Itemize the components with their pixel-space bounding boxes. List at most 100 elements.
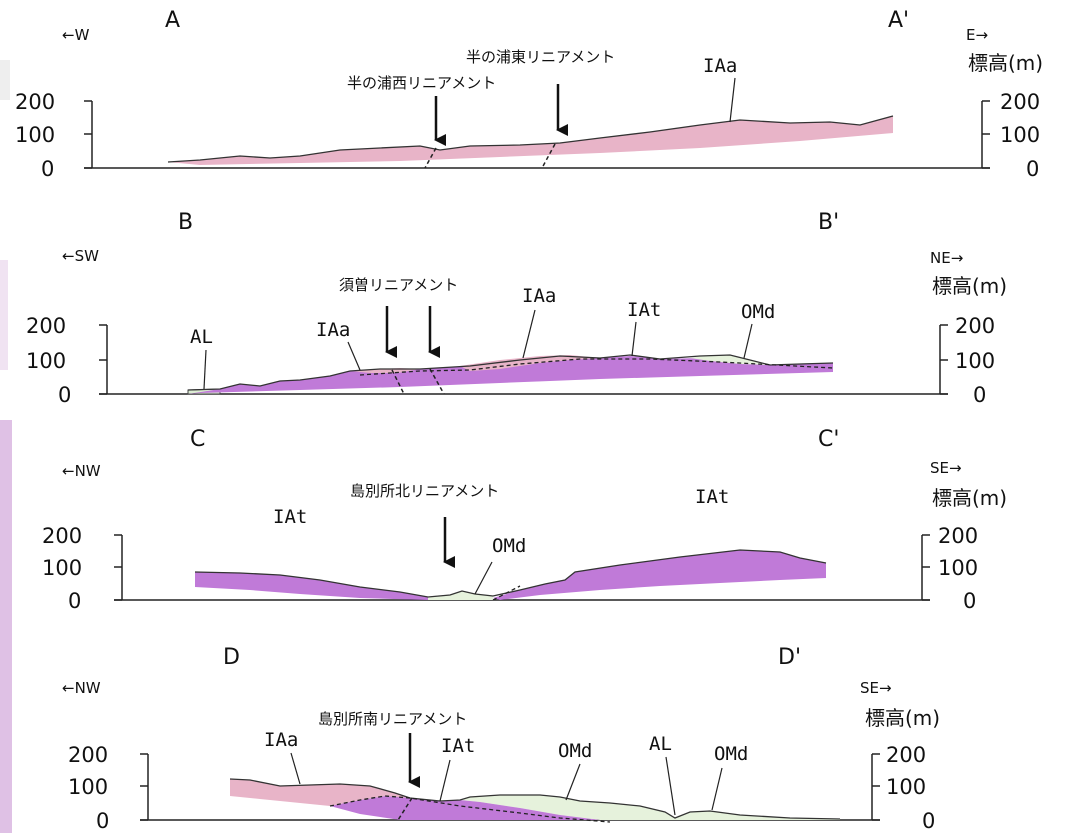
section-d-unit-omd-center-leader bbox=[565, 763, 581, 801]
section-a-right-axis bbox=[981, 100, 990, 169]
section-c-right-tick-200: 200 bbox=[938, 524, 978, 548]
section-d-unit-omd-east-label: OMd bbox=[714, 743, 748, 765]
section-b-lineament-label: 須曽リニアメント bbox=[339, 276, 458, 294]
section-b-unit-al-leader bbox=[203, 349, 207, 390]
section-c-start-label: C bbox=[190, 427, 205, 452]
section-b-unit-iat-label: IAt bbox=[627, 299, 661, 321]
section-c-right-tick-0: 0 bbox=[963, 589, 976, 613]
section-c-lineament-label: 島別所北リニアメント bbox=[350, 482, 499, 500]
section-b-unit-iaa-west-label: IAa bbox=[316, 319, 350, 341]
section-a-fault-west bbox=[424, 147, 437, 169]
section-d-west-direction: ←NW bbox=[62, 679, 101, 697]
section-a-tick-0: 0 bbox=[41, 157, 54, 181]
section-d-fault bbox=[397, 797, 413, 821]
section-c-unit-omd-leader bbox=[474, 561, 493, 595]
section-d-topography-line bbox=[229, 778, 841, 820]
section-a-fault-east bbox=[541, 143, 556, 169]
section-d-end-label: D' bbox=[778, 645, 801, 670]
section-d-right-axis bbox=[871, 753, 880, 821]
section-c-right-tick-100: 100 bbox=[938, 556, 978, 580]
section-b-end-label: B' bbox=[818, 210, 839, 235]
section-a-west-direction: ←W bbox=[62, 26, 90, 44]
section-d-start-label: D bbox=[223, 645, 240, 670]
section-d-tick-0: 0 bbox=[96, 809, 109, 833]
section-c-end-label: C' bbox=[818, 427, 839, 452]
section-b-tick-200: 200 bbox=[26, 314, 66, 338]
section-b-right-axis bbox=[939, 324, 948, 395]
section-c-contact-line bbox=[492, 585, 521, 601]
section-c-tick-100: 100 bbox=[42, 556, 82, 580]
section-c-unit-omd-label: OMd bbox=[492, 535, 526, 557]
section-c-omd-deposit bbox=[428, 591, 493, 600]
section-a-right-tick-100: 100 bbox=[1000, 123, 1040, 147]
section-b-fault-east bbox=[429, 368, 445, 395]
section-a: A A' ←W E→ 標高(m) 200 100 0 200 100 0 bbox=[15, 8, 1043, 181]
section-a-start-label: A bbox=[165, 8, 180, 33]
section-d-unit-al-leader bbox=[665, 756, 676, 816]
section-a-elevation-unit-label: 標高(m) bbox=[968, 51, 1043, 75]
section-a-right-tick-0: 0 bbox=[1026, 157, 1039, 181]
section-b: B B' ←SW NE→ 標高(m) 200 100 0 200 100 0 bbox=[26, 210, 1007, 407]
section-d-right-tick-100: 100 bbox=[886, 775, 926, 799]
section-b-unit-iaa-west-leader bbox=[347, 341, 361, 371]
section-d-east-direction: SE→ bbox=[860, 679, 892, 697]
section-b-right-tick-0: 0 bbox=[973, 383, 986, 407]
section-c-unit-iat-east-label: IAt bbox=[695, 486, 729, 508]
section-a-left-axis bbox=[84, 100, 990, 169]
section-d-unit-iat-leader bbox=[439, 759, 451, 802]
section-a-lineament-west-label: 半の浦西リニアメント bbox=[347, 74, 496, 92]
map-edge-strip bbox=[0, 60, 12, 833]
section-b-unit-omd-leader bbox=[743, 323, 753, 359]
section-b-right-tick-200: 200 bbox=[955, 314, 995, 338]
section-a-end-label: A' bbox=[888, 8, 909, 33]
section-d-elevation-unit-label: 標高(m) bbox=[865, 706, 940, 730]
section-b-contact-line bbox=[359, 358, 834, 376]
section-d-tick-200: 200 bbox=[68, 743, 108, 767]
section-c-topography-line bbox=[194, 549, 827, 598]
section-a-iaa-deposit bbox=[168, 116, 893, 165]
section-d-omd-deposit bbox=[460, 795, 840, 820]
section-b-unit-iaa-center-label: IAa bbox=[522, 285, 556, 307]
section-b-right-tick-100: 100 bbox=[955, 349, 995, 373]
section-d: D D' ←NW SE→ 標高(m) 200 100 0 200 100 0 bbox=[62, 645, 940, 833]
section-c-right-axis bbox=[921, 534, 930, 601]
section-b-omd-deposit bbox=[690, 355, 770, 365]
section-c-elevation-unit-label: 標高(m) bbox=[932, 486, 1007, 510]
section-d-unit-omd-center-label: OMd bbox=[558, 740, 592, 762]
section-b-west-direction: ←SW bbox=[62, 247, 99, 265]
section-d-unit-iat-label: IAt bbox=[441, 735, 475, 757]
section-d-right-tick-0: 0 bbox=[922, 809, 935, 833]
section-c-west-direction: ←NW bbox=[62, 462, 101, 480]
section-b-fault-west bbox=[391, 369, 405, 395]
section-a-unit-iaa-label: IAa bbox=[703, 55, 737, 77]
section-c-tick-0: 0 bbox=[68, 589, 81, 613]
section-d-unit-iaa-leader bbox=[290, 752, 301, 785]
section-c-iat-deposit-west bbox=[195, 572, 428, 600]
section-b-left-axis bbox=[99, 324, 948, 395]
section-d-right-tick-200: 200 bbox=[886, 743, 926, 767]
section-d-unit-omd-east-leader bbox=[711, 767, 723, 811]
section-a-tick-100: 100 bbox=[15, 123, 55, 147]
section-b-tick-0: 0 bbox=[58, 383, 71, 407]
section-d-lineament-label: 島別所南リニアメント bbox=[318, 710, 467, 728]
section-c-unit-iat-west-label: IAt bbox=[273, 506, 307, 528]
section-b-topography-line bbox=[187, 354, 834, 391]
section-a-tick-200: 200 bbox=[15, 90, 55, 114]
section-a-topography-line bbox=[167, 115, 894, 163]
section-b-tick-100: 100 bbox=[26, 349, 66, 373]
section-c: C C' ←NW SE→ 標高(m) 200 100 0 200 100 0 島 bbox=[42, 427, 1007, 613]
section-d-tick-100: 100 bbox=[68, 775, 108, 799]
section-c-tick-200: 200 bbox=[42, 524, 82, 548]
section-b-east-direction: NE→ bbox=[930, 249, 963, 267]
section-b-unit-iat-leader bbox=[631, 321, 637, 357]
section-b-unit-omd-label: OMd bbox=[741, 301, 775, 323]
section-d-unit-al-label: AL bbox=[649, 733, 672, 755]
section-c-left-axis bbox=[114, 534, 930, 601]
section-c-east-direction: SE→ bbox=[930, 459, 962, 477]
section-d-contact-line bbox=[329, 795, 611, 823]
section-a-lineament-east-label: 半の浦東リニアメント bbox=[466, 48, 615, 66]
section-b-elevation-unit-label: 標高(m) bbox=[932, 274, 1007, 298]
section-b-unit-iaa-center-leader bbox=[522, 309, 536, 359]
section-c-iat-deposit-east bbox=[493, 550, 826, 600]
